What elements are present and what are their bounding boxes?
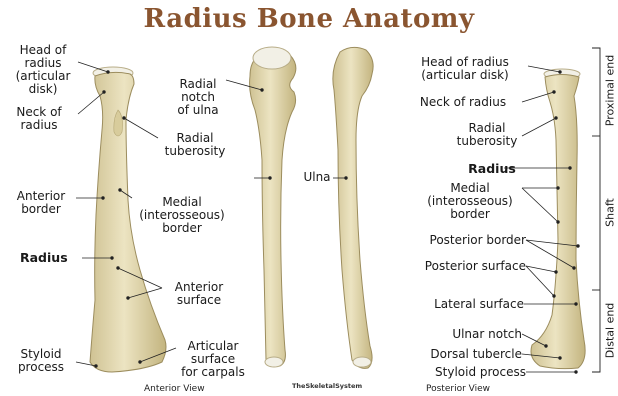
label-ulna: Ulna bbox=[297, 171, 337, 184]
label-head-of-radius-left: Head of radius (articular disk) bbox=[8, 44, 78, 96]
caption-posterior-view: Posterior View bbox=[426, 384, 490, 394]
brand-logo-text: TheSkeletalSystem bbox=[292, 382, 362, 390]
label-radial-tuberosity-left: Radial tuberosity bbox=[158, 132, 232, 158]
label-neck-of-radius-left: Neck of radius bbox=[8, 106, 70, 132]
region-shaft: Shaft bbox=[604, 183, 617, 243]
label-radial-notch: Radial notch of ulna bbox=[170, 78, 226, 117]
ulna-posterior-bone bbox=[333, 47, 373, 368]
label-styloid-process-left: Styloid process bbox=[6, 348, 76, 374]
label-radius-left: Radius bbox=[20, 251, 80, 264]
radius-posterior-bone bbox=[531, 69, 585, 369]
label-dorsal-tubercle: Dorsal tubercle bbox=[380, 348, 522, 361]
label-anterior-border: Anterior border bbox=[6, 190, 76, 216]
label-neck-of-radius-right: Neck of radius bbox=[404, 96, 522, 109]
region-distal-end: Distal end bbox=[604, 295, 617, 367]
caption-anterior-view: Anterior View bbox=[144, 384, 205, 394]
label-posterior-surface: Posterior surface bbox=[380, 260, 526, 273]
label-medial-border-right: Medial (interosseous) border bbox=[418, 182, 522, 221]
label-styloid-process-right: Styloid process bbox=[380, 366, 526, 379]
ulna-anterior-bone bbox=[250, 47, 296, 367]
label-head-of-radius-right: Head of radius (articular disk) bbox=[402, 56, 528, 82]
label-articular-surface: Articular surface for carpals bbox=[172, 340, 254, 379]
region-bracket bbox=[592, 48, 600, 372]
label-radius-right: Radius bbox=[460, 162, 524, 175]
label-ulnar-notch: Ulnar notch bbox=[380, 328, 522, 341]
label-radial-tuberosity-right: Radial tuberosity bbox=[450, 122, 524, 148]
label-posterior-border: Posterior border bbox=[380, 234, 526, 247]
label-anterior-surface: Anterior surface bbox=[162, 281, 236, 307]
region-proximal-end: Proximal end bbox=[604, 51, 617, 131]
label-lateral-surface: Lateral surface bbox=[380, 298, 524, 311]
label-medial-border-left: Medial (interosseous) border bbox=[132, 196, 232, 235]
